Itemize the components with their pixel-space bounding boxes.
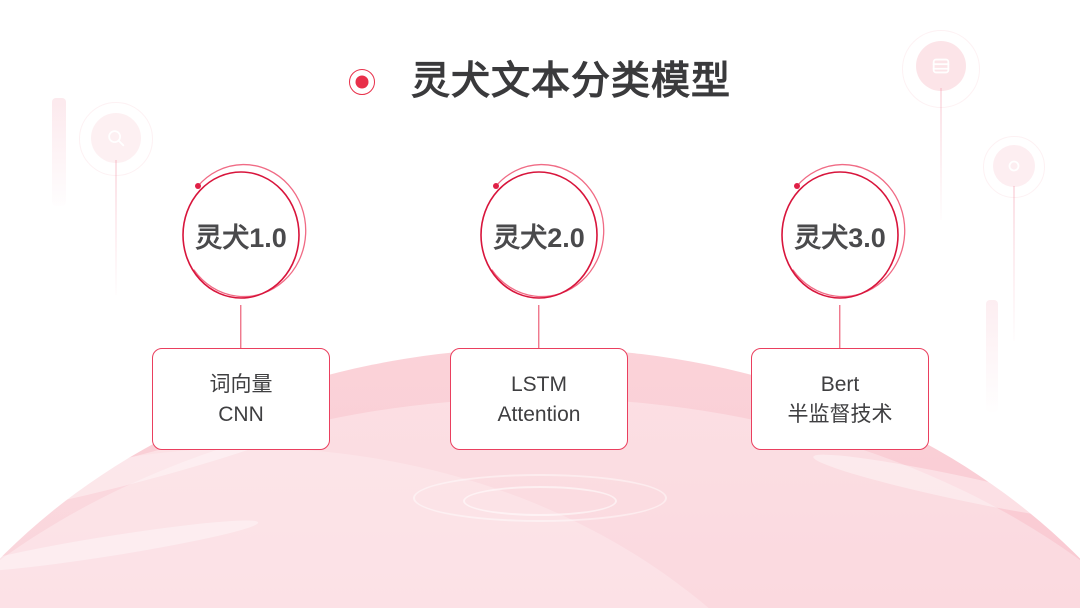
card-line-primary: Bert (820, 372, 860, 396)
circle-outline-graphic (480, 163, 605, 299)
search-icon (105, 127, 127, 149)
node-connector-line (839, 305, 841, 349)
pin-bubble (91, 113, 141, 163)
card-line-primary: LSTM (510, 372, 567, 396)
bottom-wave-highlight-2 (0, 448, 886, 608)
model-node-1: 灵犬1.0 词向量 CNN (151, 160, 331, 450)
pin-stem (115, 160, 117, 295)
pin-stem (1013, 186, 1015, 341)
wave-streak (810, 445, 1080, 531)
decorative-bar-right (986, 300, 998, 412)
page-title: 灵犬文本分类模型 (410, 60, 731, 103)
pin-stem (940, 88, 942, 220)
node-circle-3: 灵犬3.0 (750, 160, 930, 310)
card-line-primary: 词向量 (209, 372, 273, 396)
wave-ripple-inner (463, 486, 617, 516)
node-connector-line (538, 305, 540, 349)
wave-streak (0, 512, 260, 580)
pin-halo (79, 102, 153, 176)
target-dot-icon (348, 68, 375, 95)
pin-halo (983, 136, 1045, 198)
pin-bubble (993, 145, 1035, 187)
slide-title-row: 灵犬文本分类模型 (0, 62, 1080, 101)
card-line-secondary: Attention (497, 402, 581, 426)
node-circle-2: 灵犬2.0 (449, 160, 629, 310)
card-line-secondary: 半监督技术 (787, 402, 893, 426)
wave-ripple (413, 474, 667, 522)
node-connector-line (240, 305, 242, 349)
circle-outline-graphic (182, 163, 307, 299)
decorative-bar-left (52, 98, 66, 206)
ring-icon (1005, 157, 1023, 175)
node-card-3[interactable]: Bert 半监督技术 (751, 348, 929, 450)
node-card-2[interactable]: LSTM Attention (450, 348, 628, 450)
node-circle-label: 灵犬2.0 (493, 222, 585, 253)
card-line-secondary: CNN (218, 402, 264, 426)
node-circle-label: 灵犬3.0 (794, 222, 886, 253)
node-circle-1: 灵犬1.0 (151, 160, 331, 310)
model-node-3: 灵犬3.0 Bert 半监督技术 (750, 160, 930, 450)
node-circle-label: 灵犬1.0 (195, 222, 287, 253)
node-card-1[interactable]: 词向量 CNN (152, 348, 330, 450)
model-node-2: 灵犬2.0 LSTM Attention (449, 160, 629, 450)
circle-outline-graphic (781, 163, 906, 299)
